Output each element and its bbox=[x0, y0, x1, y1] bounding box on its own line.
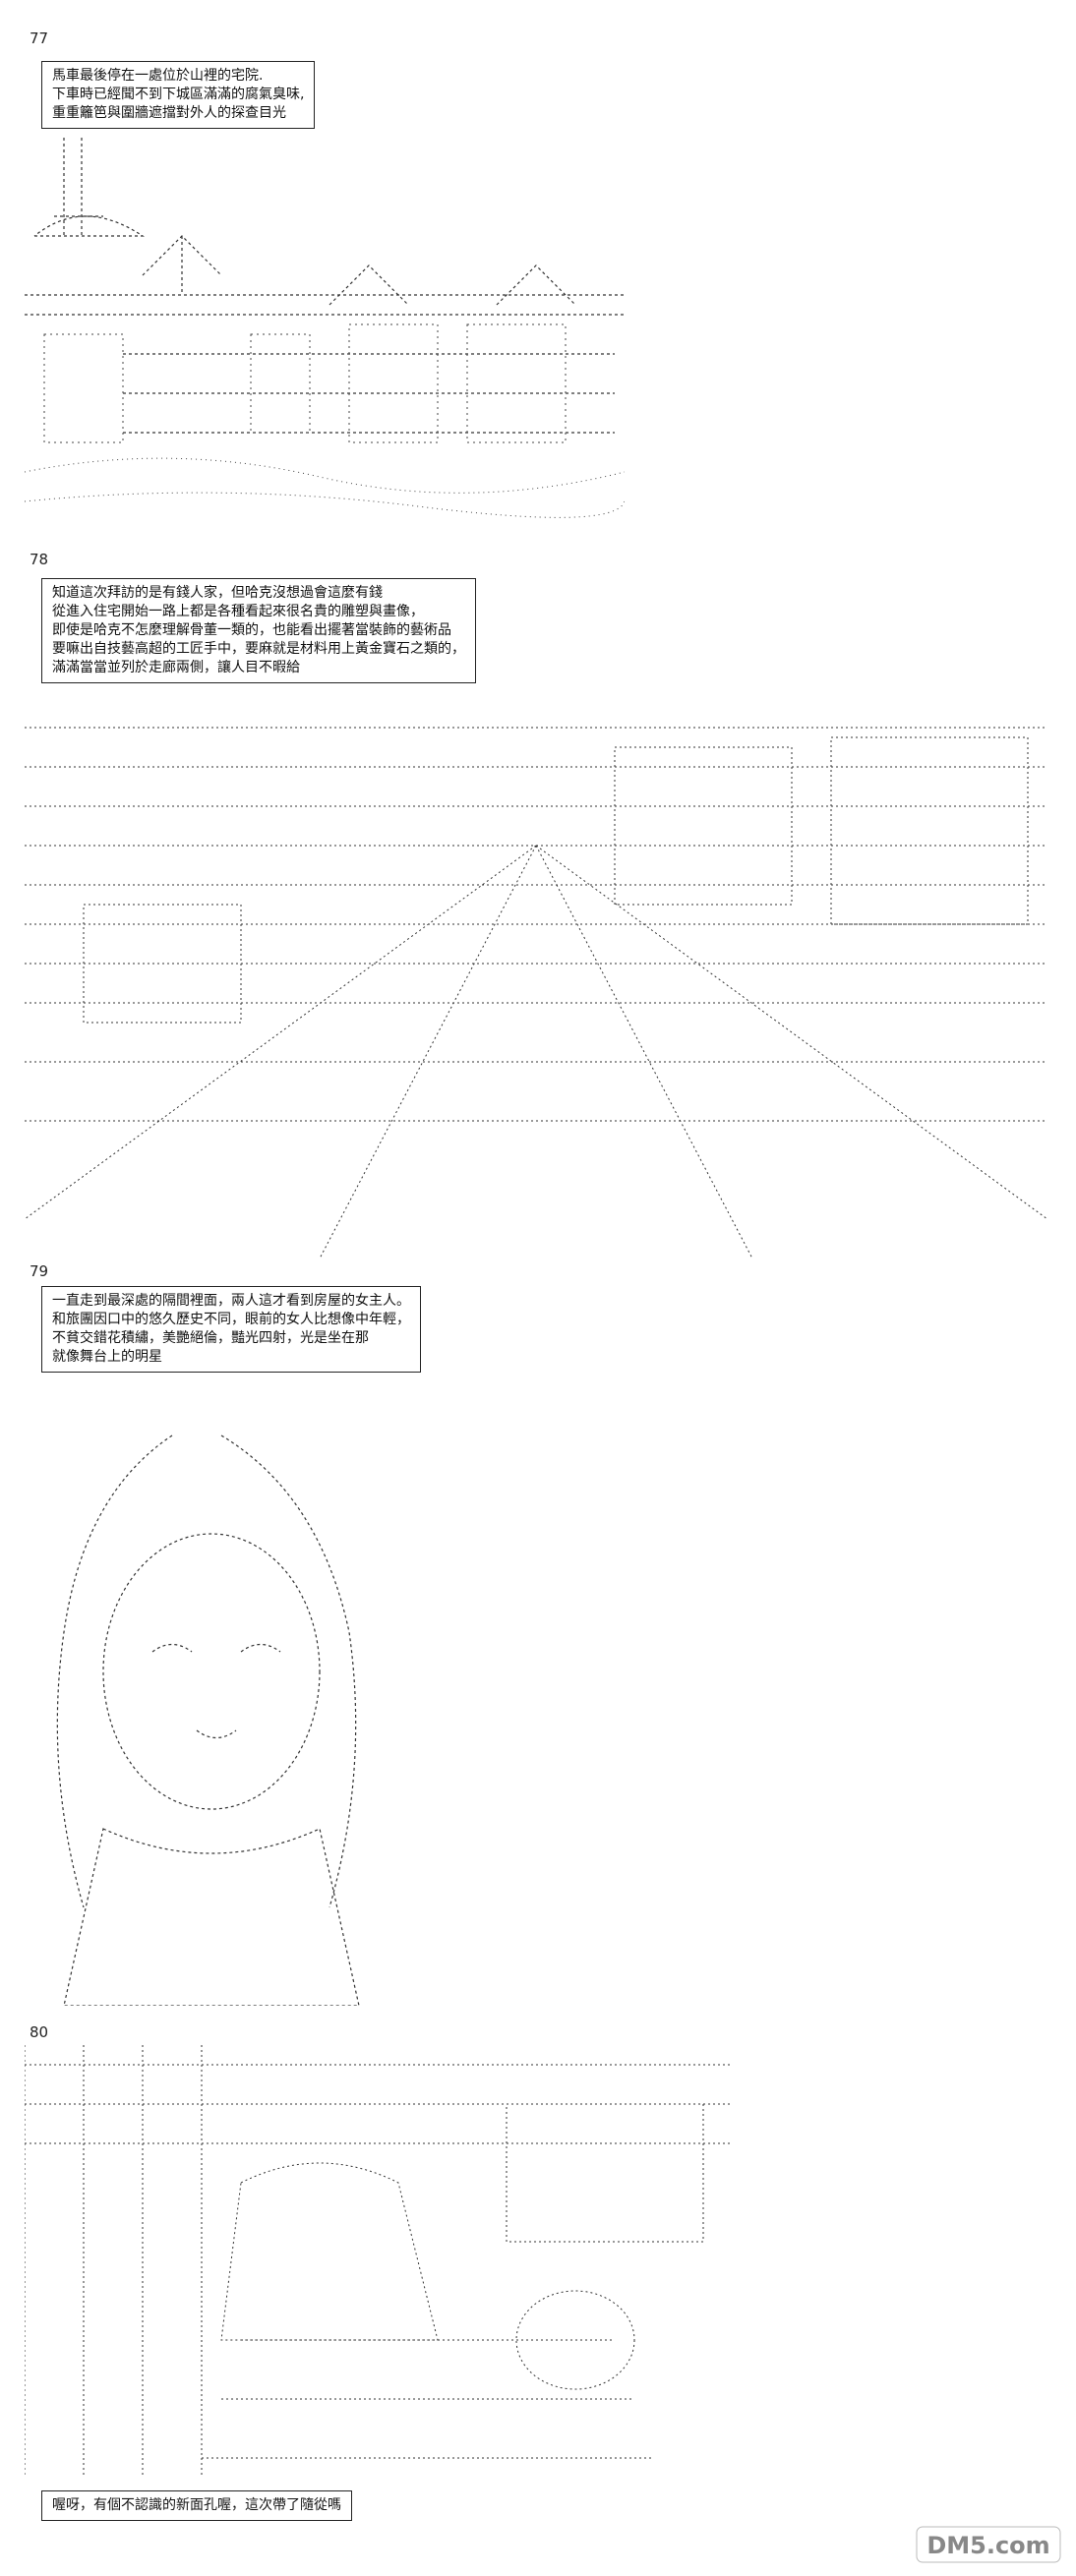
panel-number-79: 79 bbox=[30, 1262, 49, 1280]
caption-line: 重重籬笆與圍牆遮擋對外人的探查目光 bbox=[52, 105, 286, 121]
mansion-ascii-art bbox=[25, 138, 625, 518]
dm5-logo-icon: DM5.com bbox=[916, 2526, 1061, 2563]
hallway-ascii-art bbox=[25, 727, 1047, 1259]
watermark-logo: DM5.com bbox=[915, 2523, 1062, 2570]
caption-box-79: 一直走到最深處的隔間裡面，兩人這才看到房屋的女主人。 和旅團因口中的悠久歷史不同… bbox=[41, 1286, 421, 1373]
caption-line: 從進入住宅開始一路上都是各種看起來很名貴的雕塑與畫像， bbox=[52, 604, 424, 619]
caption-box-78: 知道這次拜訪的是有錢人家，但哈克沒想過會這麼有錢 從進入住宅開始一路上都是各種看… bbox=[41, 578, 476, 683]
caption-box-77: 馬車最後停在一處位於山裡的宅院. 下車時已經聞不到下城區滿滿的腐氣臭味, 重重籬… bbox=[41, 61, 316, 129]
woman-portrait-ascii-art bbox=[56, 1434, 360, 2006]
caption-line: 知道這次拜訪的是有錢人家，但哈克沒想過會這麼有錢 bbox=[52, 585, 383, 601]
caption-line: 和旅團因口中的悠久歷史不同，眼前的女人比想像中年輕， bbox=[52, 1312, 410, 1327]
caption-line: 不貧交錯花積繡，美艷絕倫，豔光四射，光是坐在那 bbox=[52, 1330, 369, 1346]
caption-line: 即使是哈克不怎麼理解骨董一類的，也能看出擺著當裝飾的藝術品 bbox=[52, 622, 451, 638]
panel-number-77: 77 bbox=[30, 29, 49, 47]
caption-line: 要嘛出自技藝高超的工匠手中，要麻就是材料用上黃金寶石之類的， bbox=[52, 641, 465, 657]
caption-line: 就像舞台上的明星 bbox=[52, 1349, 162, 1365]
caption-line: 馬車最後停在一處位於山裡的宅院. bbox=[52, 68, 264, 84]
caption-line: 一直走到最深處的隔間裡面，兩人這才看到房屋的女主人。 bbox=[52, 1293, 410, 1309]
dialogue-box-80: 喔呀，有個不認識的新面孔喔，這次帶了隨從嗎 bbox=[41, 2490, 352, 2521]
dialogue-line: 喔呀，有個不認識的新面孔喔，這次帶了隨從嗎 bbox=[52, 2497, 341, 2513]
panel-number-80: 80 bbox=[30, 2023, 49, 2041]
caption-line: 下車時已經聞不到下城區滿滿的腐氣臭味, bbox=[52, 87, 305, 102]
room-scene-ascii-art bbox=[25, 2045, 733, 2478]
panel-number-78: 78 bbox=[30, 551, 49, 568]
watermark-text: DM5.com bbox=[927, 2532, 1049, 2559]
caption-line: 滿滿當當並列於走廊兩側，讓人目不暇給 bbox=[52, 660, 300, 675]
